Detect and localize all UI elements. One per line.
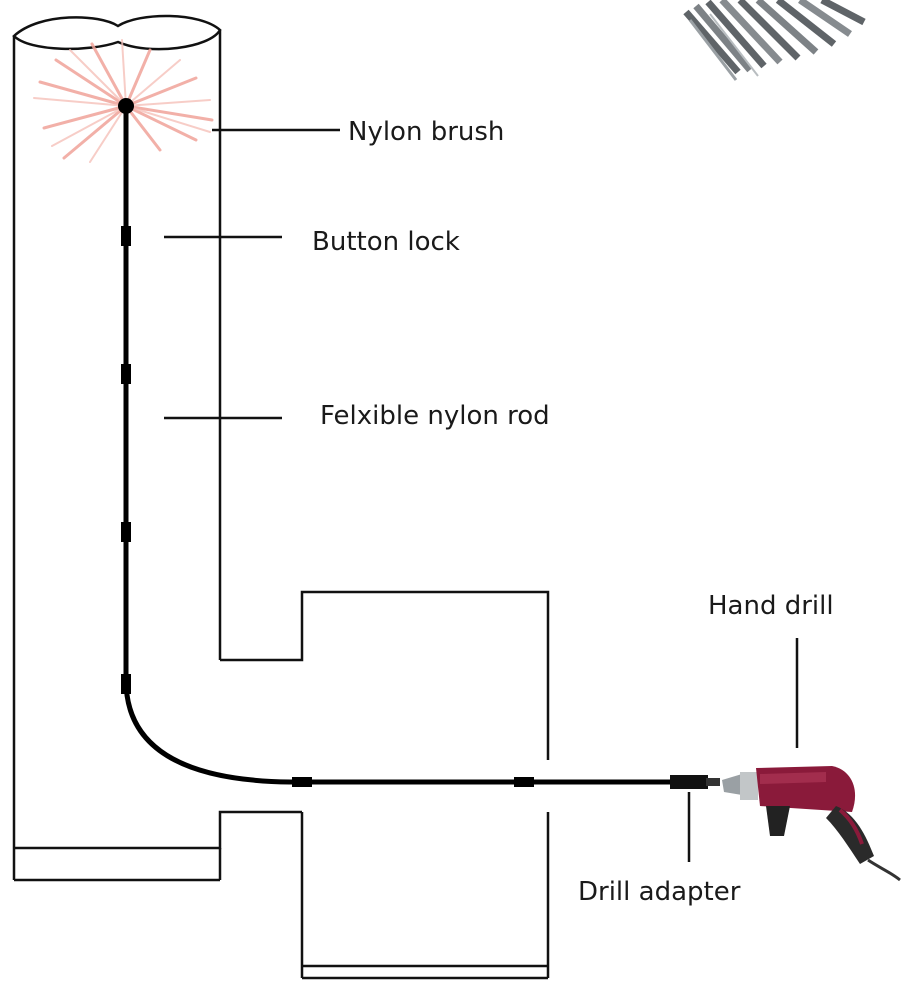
label-flexible-nylon-rod: Felxible nylon rod: [320, 401, 550, 431]
leader-lines: [164, 128, 799, 862]
rod-bundle-image: [683, 0, 866, 81]
button-lock-marker: [121, 674, 131, 694]
label-button-lock: Button lock: [312, 227, 460, 257]
label-drill-adapter: Drill adapter: [578, 877, 741, 907]
label-hand-drill: Hand drill: [708, 591, 834, 621]
button-lock-marker: [514, 777, 534, 787]
drill-adapter-icon: [670, 775, 720, 789]
nylon-brush-icon: [33, 39, 214, 163]
button-lock-marker: [121, 226, 131, 246]
button-lock-marker: [121, 364, 131, 384]
label-nylon-brush: Nylon brush: [348, 117, 504, 147]
chimney-outline: [12, 14, 302, 882]
button-lock-marker: [121, 522, 131, 542]
flexible-nylon-rod: [123, 103, 693, 785]
stove-box-outline: [220, 590, 550, 980]
button-locks: [121, 226, 534, 787]
button-lock-marker: [292, 777, 312, 787]
hand-drill-icon: [722, 766, 901, 882]
